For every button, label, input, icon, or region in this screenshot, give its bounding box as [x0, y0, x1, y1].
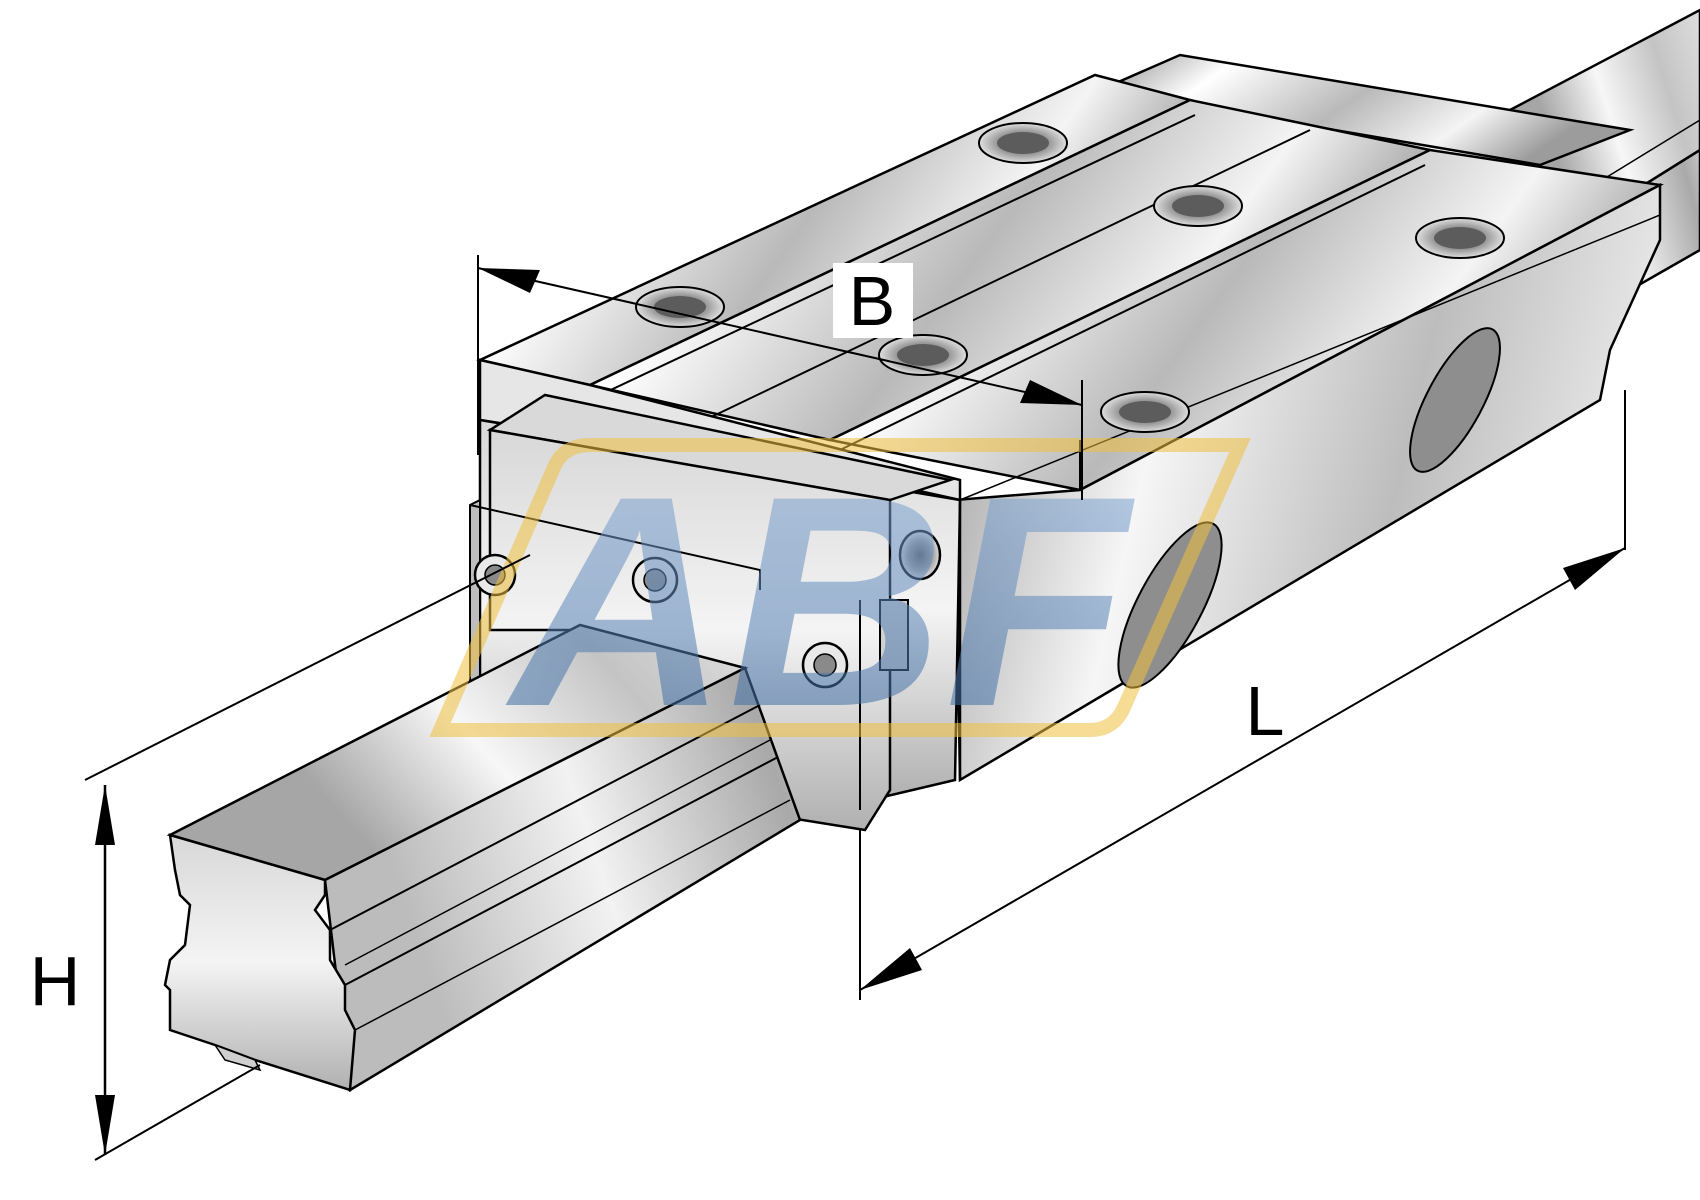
screw-icon [631, 556, 679, 604]
dimension-lines [84, 255, 1626, 1161]
screw-icon [801, 641, 849, 689]
length-dimension-label: L [1246, 672, 1285, 750]
mounting-hole [878, 334, 968, 376]
mounting-hole [1153, 185, 1243, 227]
width-dimension-label: B [849, 262, 896, 340]
mounting-hole [1415, 217, 1505, 259]
abf-watermark: ABF [429, 433, 1251, 769]
guide-rail-front [163, 623, 802, 1093]
side-recess [1409, 327, 1501, 473]
width-label-box [833, 263, 913, 338]
svg-text:ABF: ABF [502, 433, 1137, 769]
height-dimension-label: H [30, 942, 81, 1020]
mounting-hole [978, 122, 1068, 164]
mounting-hole [635, 286, 725, 328]
mounting-hole [1100, 391, 1190, 433]
